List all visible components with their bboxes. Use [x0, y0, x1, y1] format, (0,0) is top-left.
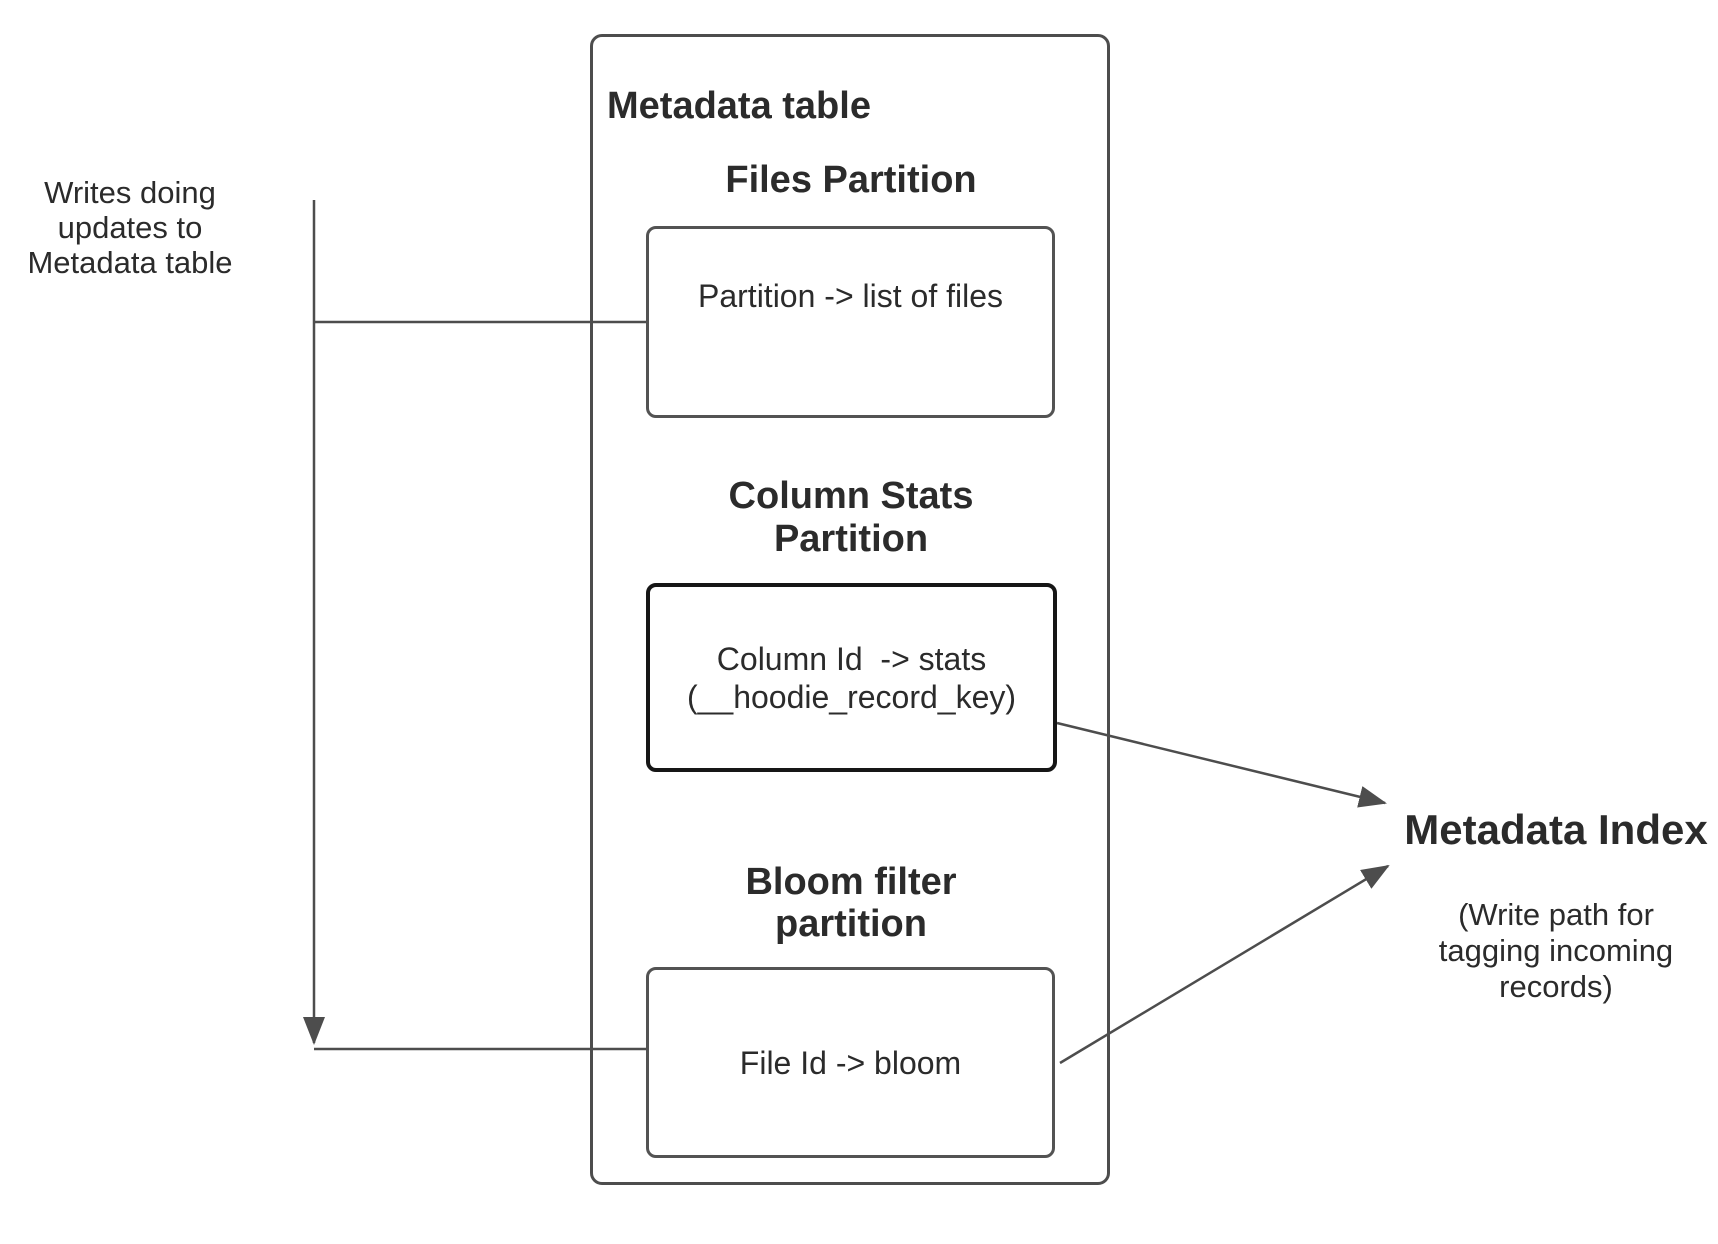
bloom-filter-partition-heading: Bloom filter partition [745, 861, 957, 945]
column-stats-partition-heading: Column Stats Partition [728, 475, 974, 560]
files-partition-heading: Files Partition [725, 159, 977, 201]
bloom-filter-partition-body: File Id -> bloom [739, 1044, 962, 1081]
column-stats-partition-body: Column Id -> stats (__hoodie_record_key) [686, 640, 1017, 715]
files-partition-body: Partition -> list of files [698, 278, 1003, 314]
metadata-index-subtitle: (Write path for tagging incoming records… [1438, 897, 1674, 1004]
bloom-filter-partition-box: File Id -> bloom [646, 967, 1055, 1158]
writes-note: Writes doing updates to Metadata table [27, 175, 233, 280]
metadata-index-title: Metadata Index [1404, 806, 1708, 853]
metadata-table-box [590, 34, 1110, 1185]
column-stats-partition-box: Column Id -> stats (__hoodie_record_key) [646, 583, 1057, 772]
metadata-table-title: Metadata table [607, 85, 871, 127]
files-partition-box: Partition -> list of files [646, 226, 1055, 418]
bloom-to-index-arrow [1059, 864, 1390, 1065]
column-stats-to-index-arrow [1056, 721, 1387, 808]
